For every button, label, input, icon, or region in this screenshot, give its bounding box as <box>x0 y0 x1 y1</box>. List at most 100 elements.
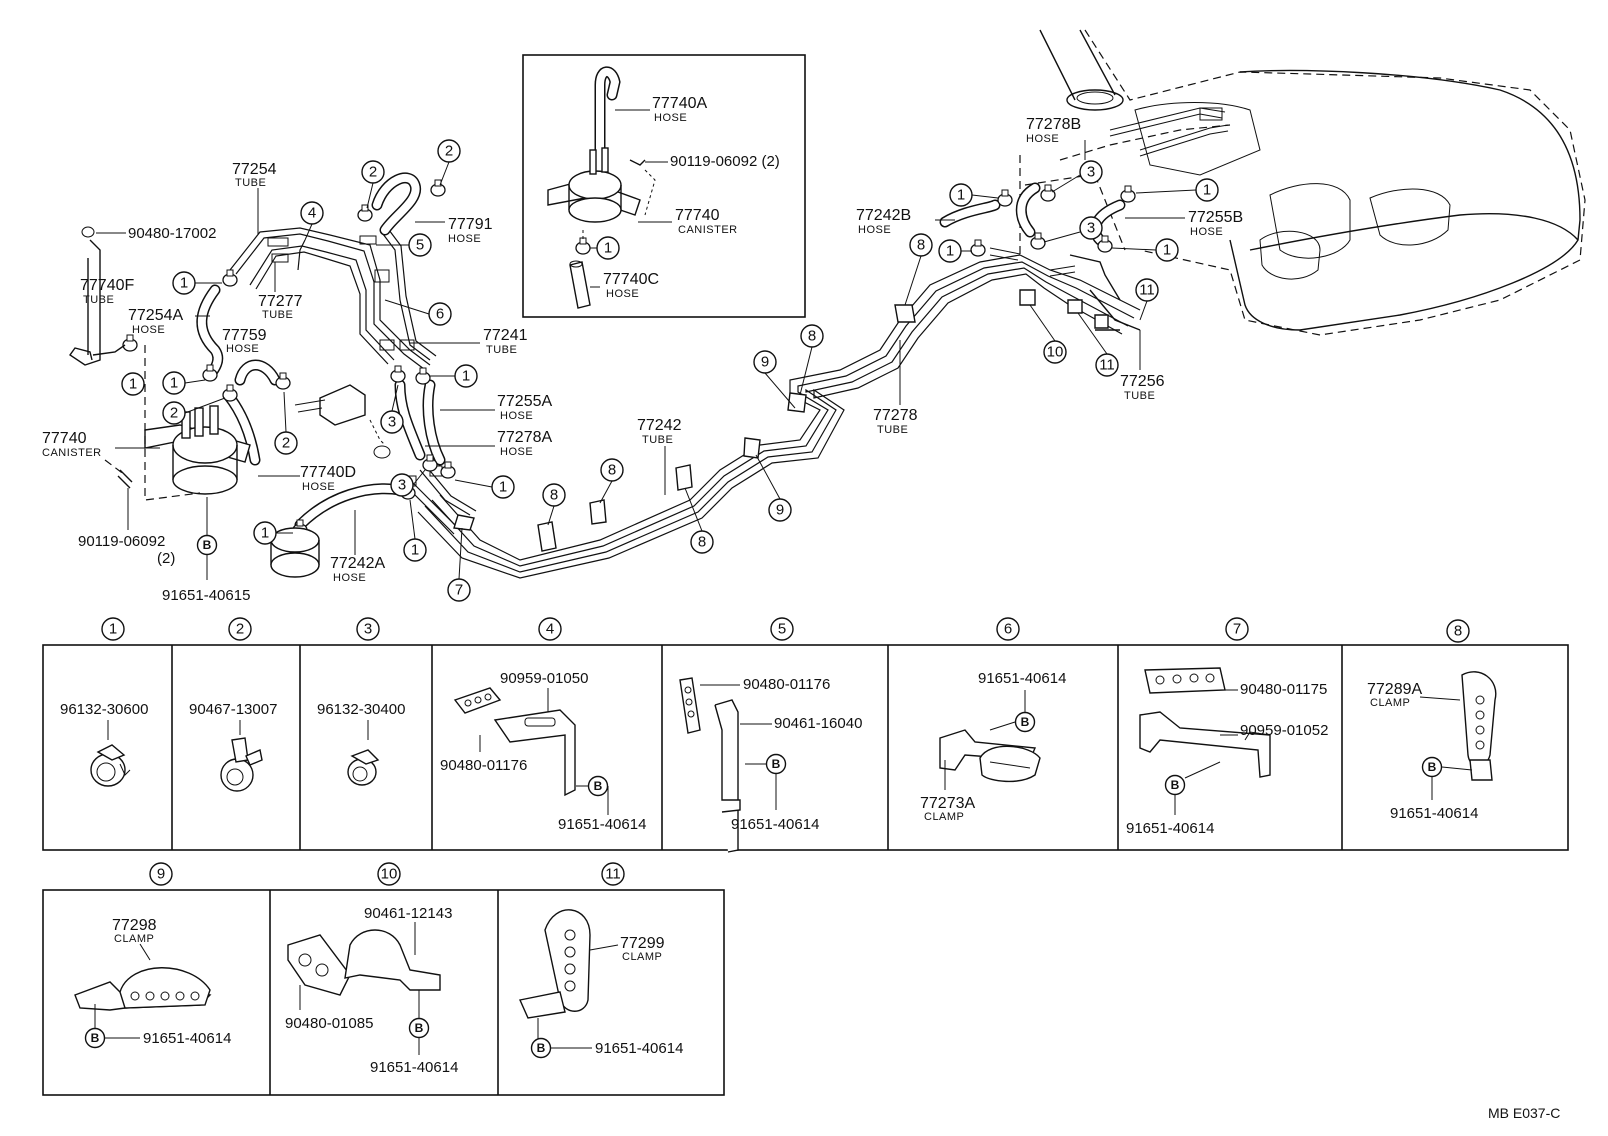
label-77278B: 77278B HOSE <box>1026 116 1086 160</box>
callout-2: 2 <box>162 397 226 425</box>
svg-text:1: 1 <box>604 240 612 257</box>
svg-text:CLAMP: CLAMP <box>1370 697 1410 709</box>
callout-8: 8 <box>599 458 624 504</box>
callout-9: 9 <box>753 350 796 409</box>
left-tube-group <box>229 225 437 370</box>
svg-text:77278: 77278 <box>873 407 918 424</box>
svg-text:1: 1 <box>129 376 137 393</box>
svg-text:5: 5 <box>416 237 424 254</box>
callout-1: 1 <box>938 239 972 263</box>
svg-text:77759: 77759 <box>222 327 267 344</box>
svg-text:77740A: 77740A <box>652 95 707 112</box>
svg-text:77254: 77254 <box>232 161 277 178</box>
svg-text:1: 1 <box>411 542 419 559</box>
callout-2: 2 <box>274 391 298 455</box>
svg-text:9: 9 <box>157 866 165 883</box>
detail-header-6: 6 <box>996 617 1020 641</box>
svg-text:7: 7 <box>455 582 463 599</box>
callout-8: 8 <box>542 483 566 526</box>
svg-text:77242B: 77242B <box>856 207 911 224</box>
svg-text:1: 1 <box>957 187 965 204</box>
svg-text:90119-06092: 90119-06092 <box>78 533 165 550</box>
svg-text:2: 2 <box>369 164 377 181</box>
svg-text:TUBE: TUBE <box>642 434 673 446</box>
svg-text:11: 11 <box>1099 357 1115 374</box>
svg-text:77241: 77241 <box>483 327 528 344</box>
svg-text:90959-01052: 90959-01052 <box>1240 722 1328 739</box>
inset-canister-box <box>522 54 806 318</box>
detail-header-8: 8 <box>1446 619 1470 643</box>
svg-text:91651-40615: 91651-40615 <box>162 587 250 604</box>
svg-text:90480-01176: 90480-01176 <box>743 676 830 693</box>
svg-text:(2): (2) <box>157 550 175 567</box>
callout-4: 4 <box>300 201 324 241</box>
callout-1: 1 <box>172 271 222 295</box>
callout-3: 3 <box>390 469 426 497</box>
detail-header-11: 11 <box>601 862 625 886</box>
svg-text:77255A: 77255A <box>497 393 552 410</box>
svg-text:HOSE: HOSE <box>333 572 366 584</box>
check-valve <box>294 384 391 459</box>
svg-text:77791: 77791 <box>448 216 493 233</box>
svg-text:2: 2 <box>236 621 244 638</box>
svg-text:7: 7 <box>1233 621 1241 638</box>
svg-text:90959-01050: 90959-01050 <box>500 670 588 687</box>
callout-1: 1 <box>949 183 999 207</box>
svg-text:90119-06092 (2): 90119-06092 (2) <box>670 153 780 170</box>
label-77740D: 77740D HOSE <box>258 464 356 493</box>
svg-text:8: 8 <box>1454 623 1462 640</box>
detail-cell-7: 90480-01175 90959-01052 B 91651-40614 <box>1126 667 1328 837</box>
svg-text:3: 3 <box>388 414 396 431</box>
svg-text:77278B: 77278B <box>1026 116 1081 133</box>
svg-text:CLAMP: CLAMP <box>622 951 662 963</box>
svg-text:8: 8 <box>917 237 925 254</box>
svg-text:HOSE: HOSE <box>1026 133 1059 145</box>
svg-text:1: 1 <box>180 275 188 292</box>
detail-headers-row2: 9 10 11 <box>149 862 625 886</box>
filler-neck <box>1039 29 1124 111</box>
detail-cell-3: 96132-30400 <box>317 701 405 786</box>
label-inset-77740A: 77740A HOSE <box>615 95 707 124</box>
detail-cell-1: 96132-30600 <box>60 701 148 787</box>
svg-text:11: 11 <box>605 866 621 883</box>
label-90119-06092: 90119-06092 (2) <box>78 488 175 567</box>
svg-text:91651-40614: 91651-40614 <box>558 816 646 833</box>
label-77255B: 77255B HOSE <box>1125 209 1243 238</box>
callout-1: 1 <box>1135 178 1219 202</box>
svg-text:1: 1 <box>261 525 269 542</box>
svg-text:90480-01176: 90480-01176 <box>440 757 527 774</box>
svg-text:TUBE: TUBE <box>262 309 293 321</box>
canister-left <box>104 345 251 501</box>
svg-text:77298: 77298 <box>112 917 157 934</box>
svg-text:HOSE: HOSE <box>1190 226 1223 238</box>
detail-cell-2: 90467-13007 <box>189 701 277 792</box>
svg-text:CANISTER: CANISTER <box>678 224 738 236</box>
svg-text:77255B: 77255B <box>1188 209 1243 226</box>
label-77242B: 77242B HOSE <box>856 207 955 236</box>
svg-text:10: 10 <box>381 866 398 883</box>
svg-text:HOSE: HOSE <box>500 410 533 422</box>
svg-text:8: 8 <box>698 534 706 551</box>
svg-text:77242A: 77242A <box>330 555 385 572</box>
svg-text:5: 5 <box>778 621 786 638</box>
detail-cell-6: 91651-40614 B 77273A CLAMP <box>920 670 1066 823</box>
label-inset-90119: 90119-06092 (2) <box>645 153 780 170</box>
svg-text:HOSE: HOSE <box>606 288 639 300</box>
callout-1: 1 <box>590 236 620 260</box>
svg-text:3: 3 <box>1087 220 1095 237</box>
callout-1: 1 <box>430 364 478 388</box>
label-91651-40615: B 91651-40615 <box>162 497 250 604</box>
svg-text:90480-17002: 90480-17002 <box>128 225 216 242</box>
svg-text:3: 3 <box>398 477 406 494</box>
svg-text:B: B <box>203 538 212 552</box>
svg-text:2: 2 <box>445 143 453 160</box>
svg-text:HOSE: HOSE <box>302 481 335 493</box>
bundle-clamps <box>453 304 916 552</box>
svg-text:HOSE: HOSE <box>448 233 481 245</box>
svg-text:11: 11 <box>1139 282 1155 299</box>
vent-tubes-top <box>1109 107 1229 157</box>
reference-code: MB E037-C <box>1488 1105 1560 1121</box>
detail-headers-row1: 1 2 3 4 5 6 7 8 <box>101 617 1470 643</box>
svg-text:77277: 77277 <box>258 293 303 310</box>
label-77254: 77254 TUBE <box>232 161 277 235</box>
